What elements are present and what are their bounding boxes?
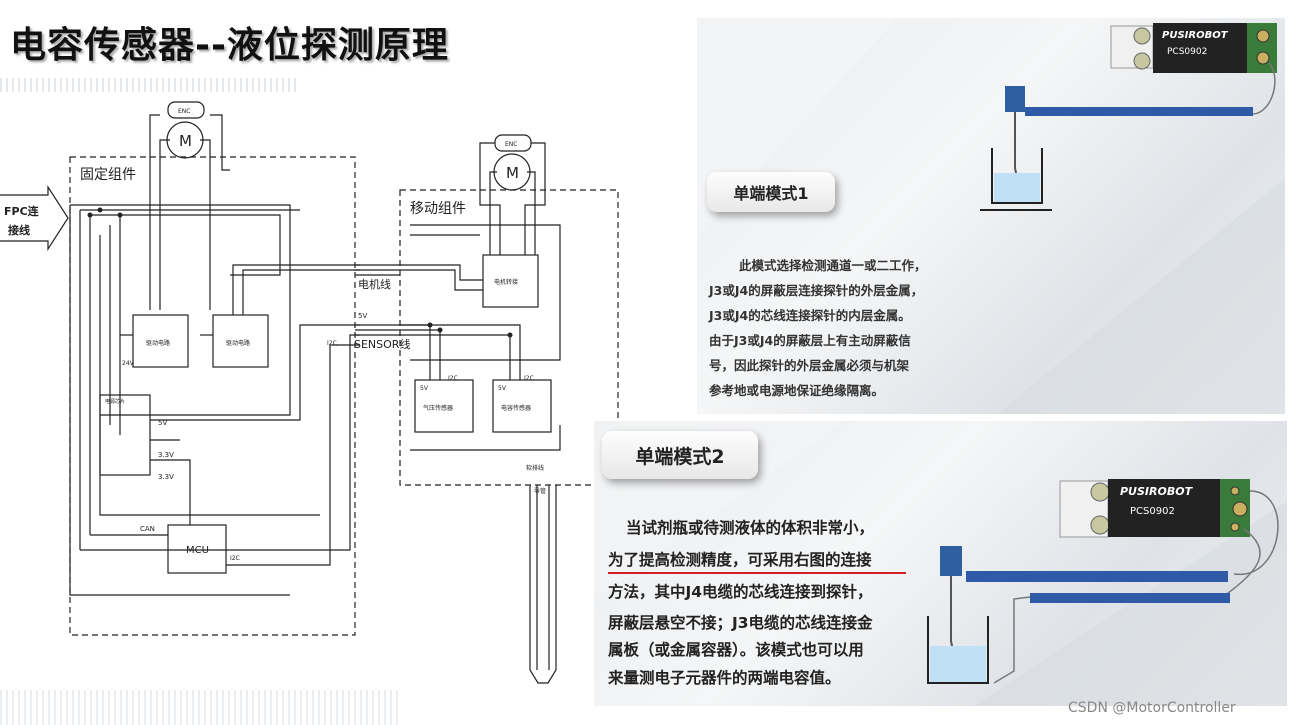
watermark: CSDN @MotorController bbox=[1068, 700, 1236, 716]
fpc-label-2: 接线 bbox=[8, 223, 30, 237]
can-label: CAN bbox=[140, 525, 155, 533]
enc-right-label: ENC bbox=[505, 141, 517, 148]
panel-mode2: PUSIROBOT PCS0902 单端模式2 当试剂瓶或待测液体的体积非常小，… bbox=[594, 421, 1287, 706]
fixed-group-box bbox=[69, 156, 356, 636]
decor-stripes-top bbox=[0, 78, 300, 92]
motor-adapter-box bbox=[482, 254, 539, 308]
enc-left-label: ENC bbox=[178, 108, 190, 115]
probe-head-2 bbox=[940, 546, 962, 576]
drive-circuit-2 bbox=[212, 314, 269, 368]
drive-circuit-1 bbox=[132, 314, 189, 368]
v5-pressure-label: 5V bbox=[420, 385, 429, 392]
mode1-label: 单端模式1 bbox=[733, 184, 809, 203]
mode1-line-0: 此模式选择检测通道一或二工作， bbox=[739, 258, 927, 273]
i2c-label-2: I2C bbox=[327, 340, 337, 347]
decor-stripes-bottom bbox=[0, 690, 400, 725]
v33-label-1: 3.3V bbox=[158, 451, 174, 459]
motor-line-label: 电机线 bbox=[358, 277, 391, 291]
i2c-cap-label: I2C bbox=[524, 375, 534, 382]
v5-label: 5V bbox=[158, 419, 167, 427]
rod-1 bbox=[1025, 107, 1253, 116]
mode1-line-2: J3或J4的芯线连接探针的内层金属。 bbox=[709, 308, 911, 323]
v5-cap-label: 5V bbox=[498, 385, 507, 392]
panel-mode1: PUSIROBOT PCS0902 单端模式1 此模式选择检测通道一或二工作， … bbox=[697, 18, 1285, 414]
mode2-line-5: 来量测电子元器件的两端电容值。 bbox=[608, 669, 841, 687]
power-chip bbox=[99, 394, 151, 476]
panel2-illustration: PUSIROBOT PCS0902 bbox=[594, 421, 1287, 706]
cap-sensor-label: 电容传感器 bbox=[501, 404, 531, 412]
pressure-sensor-box bbox=[414, 379, 474, 433]
drive-circuit-2-label: 驱动电路 bbox=[226, 339, 250, 347]
board1-brand: PUSIROBOT bbox=[1162, 30, 1229, 41]
mode2-label: 单端模式2 bbox=[635, 445, 725, 468]
soft-line-label: 软排线 bbox=[526, 464, 544, 472]
probe-head-1 bbox=[1005, 86, 1025, 112]
cap-sensor-box bbox=[492, 379, 552, 433]
pcs-board-2 bbox=[1108, 479, 1220, 537]
motor-left-label: M bbox=[179, 132, 192, 150]
moving-group-box bbox=[399, 189, 619, 486]
fpc-arrow bbox=[0, 184, 69, 252]
sensor-line-label: SENSOR线 bbox=[354, 337, 410, 351]
mode2-line-3: 屏蔽层悬空不接；J3电缆的芯线连接金 bbox=[608, 614, 873, 632]
moving-group-label: 移动组件 bbox=[410, 201, 466, 217]
drive-circuit-1-label: 驱动电路 bbox=[146, 339, 170, 347]
pcs-board-1 bbox=[1153, 23, 1247, 73]
motor-adapter-label: 电机转接 bbox=[494, 278, 518, 286]
mode1-line-4: 号，因此探针的外层金属必须与机架 bbox=[709, 358, 910, 373]
liquid-2 bbox=[930, 646, 986, 682]
fixed-group-label: 固定组件 bbox=[80, 167, 136, 183]
pressure-sensor-label: 气压传感器 bbox=[423, 404, 453, 412]
mode2-line-1: 为了提高检测精度，可采用右图的连接 bbox=[608, 551, 872, 569]
rod-2b bbox=[1030, 593, 1230, 603]
highlight-underline bbox=[608, 572, 906, 574]
v33-label-2: 3.3V bbox=[158, 473, 174, 481]
mode1-line-1: J3或J4的屏蔽层连接探针的外层金属， bbox=[709, 283, 924, 298]
board1-model: PCS0902 bbox=[1167, 47, 1207, 57]
mcu-label: MCU bbox=[186, 545, 209, 556]
mode1-tab: 单端模式1 bbox=[707, 172, 835, 212]
mode2-line-0: 当试剂瓶或待测液体的体积非常小， bbox=[626, 519, 875, 537]
mode2-line-4: 属板（或金属容器）。该模式也可以用 bbox=[608, 641, 864, 659]
system-schematic: 固定组件 移动组件 FPC连 接线 ENC M ENC M 驱动电路 驱动电路 … bbox=[0, 101, 619, 684]
v24-label: 24V bbox=[122, 360, 135, 367]
liquid-1 bbox=[994, 173, 1040, 202]
board2-brand: PUSIROBOT bbox=[1120, 485, 1194, 498]
rod-2a bbox=[966, 571, 1228, 582]
power-chip-label: 电源芯片 bbox=[105, 398, 125, 405]
motor-right-label: M bbox=[506, 164, 519, 182]
guide-label: 导管 bbox=[534, 487, 546, 495]
i2c-pressure-label: I2C bbox=[448, 375, 458, 382]
mode1-line-5: 参考地或电源地保证绝缘隔离。 bbox=[709, 383, 885, 398]
v5-sensor-label: 5V bbox=[358, 312, 367, 320]
board2-model: PCS0902 bbox=[1130, 506, 1175, 517]
fpc-label-1: FPC连 bbox=[4, 204, 40, 218]
mode2-tab: 单端模式2 bbox=[602, 431, 758, 479]
mode2-line-2: 方法，其中J4电缆的芯线连接到探针， bbox=[608, 583, 873, 601]
mcu-box bbox=[167, 524, 227, 574]
enc-left bbox=[167, 101, 205, 119]
i2c-label-1: I2C bbox=[230, 555, 240, 562]
page-title: 电容传感器--液位探测原理 bbox=[10, 25, 449, 66]
mode1-line-3: 由于J3或J4的屏蔽层上有主动屏蔽信 bbox=[709, 333, 911, 348]
